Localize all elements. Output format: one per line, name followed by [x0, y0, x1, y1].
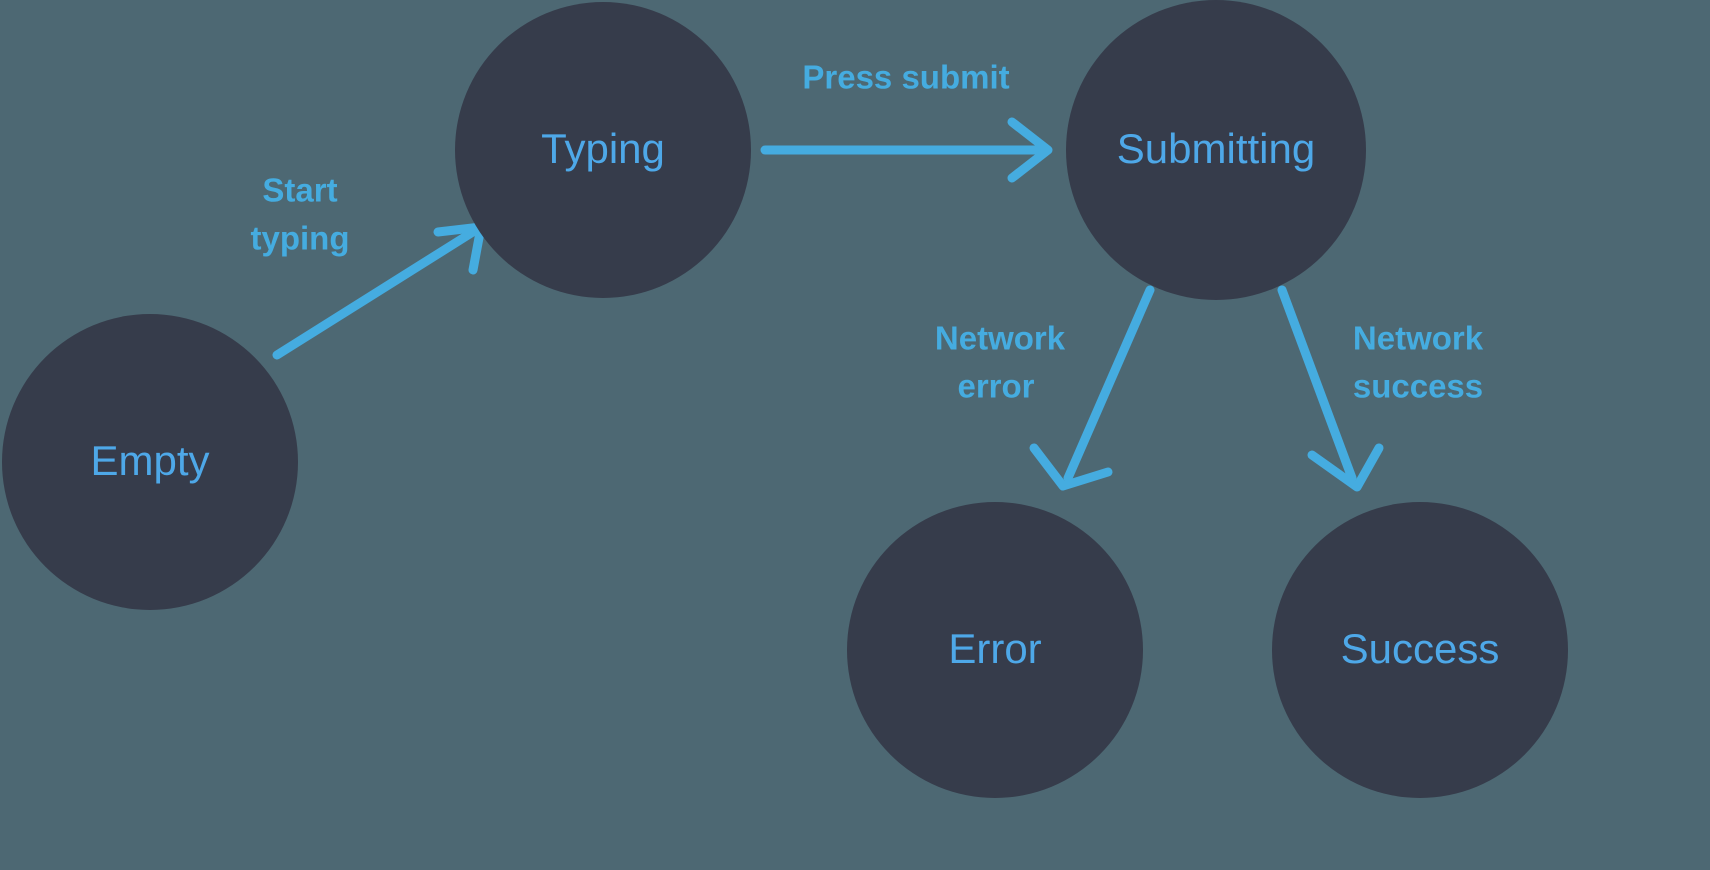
edge-label-press-submit: Press submit: [802, 59, 1009, 96]
node-circle: [2, 314, 298, 610]
node-circle: [455, 2, 751, 298]
arrowhead-icon: [1007, 117, 1053, 183]
edge-label-line: Start: [262, 172, 337, 209]
edge-label-network-success: Network success: [1353, 320, 1484, 405]
node-label-success: Success: [1341, 625, 1500, 672]
arrowhead-icon: [1307, 443, 1384, 492]
edge-submitting-to-success[interactable]: [1277, 285, 1384, 492]
node-circle: [847, 502, 1143, 798]
edge-line: [1063, 285, 1155, 483]
arrowhead-icon: [1029, 443, 1113, 491]
edge-label-network-error: Network error: [935, 320, 1066, 405]
edge-line: [272, 225, 481, 360]
node-empty[interactable]: Empty: [2, 314, 298, 610]
node-label-submitting: Submitting: [1117, 125, 1315, 172]
node-label-typing: Typing: [541, 125, 665, 172]
node-circle: [1066, 0, 1366, 300]
node-label-error: Error: [948, 625, 1041, 672]
edge-label-line: Press submit: [802, 59, 1009, 96]
edge-label-line: success: [1353, 368, 1483, 405]
node-label-empty: Empty: [90, 437, 209, 484]
node-typing[interactable]: Typing: [455, 2, 751, 298]
node-error[interactable]: Error: [847, 502, 1143, 798]
edge-label-line: Network: [935, 320, 1066, 357]
edge-label-start-typing: Start typing: [251, 172, 350, 257]
edge-label-line: typing: [251, 220, 350, 257]
node-circle: [1272, 502, 1568, 798]
node-submitting[interactable]: Submitting: [1066, 0, 1366, 300]
edge-line: [1277, 285, 1357, 483]
edge-submitting-to-error[interactable]: [1029, 285, 1155, 491]
node-success[interactable]: Success: [1272, 502, 1568, 798]
edge-typing-to-submitting[interactable]: [760, 117, 1053, 183]
edge-label-line: error: [957, 368, 1034, 405]
edge-label-line: Network: [1353, 320, 1484, 357]
